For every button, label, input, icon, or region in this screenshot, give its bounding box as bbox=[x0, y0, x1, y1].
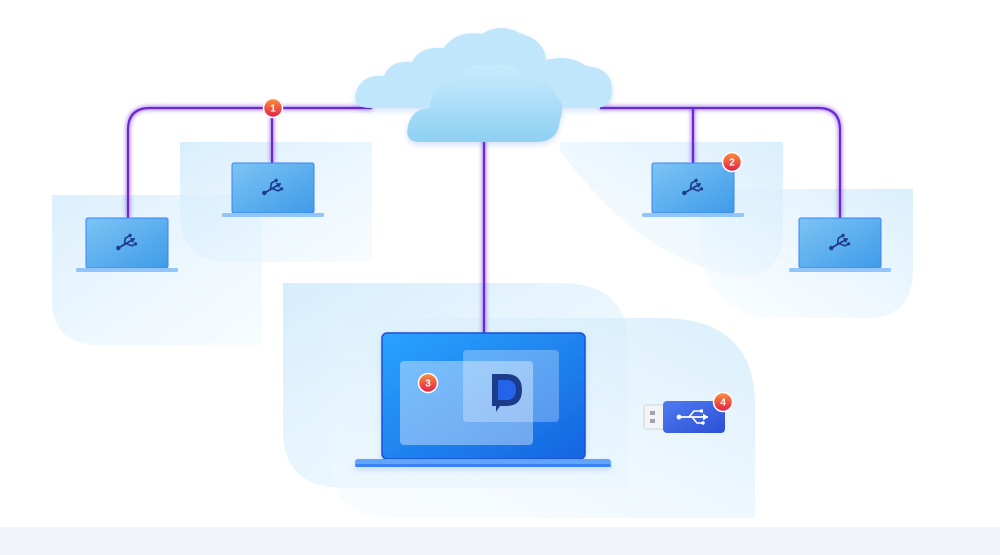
laptop-client-1 bbox=[76, 217, 178, 272]
svg-text:3: 3 bbox=[425, 379, 431, 390]
laptop-host bbox=[355, 332, 611, 467]
step-badge-4: 4 bbox=[712, 391, 734, 413]
step-badge-3: 3 bbox=[417, 372, 439, 394]
laptop-client-4 bbox=[789, 217, 891, 272]
laptop-client-3 bbox=[642, 162, 744, 217]
step-badge-1: 1 bbox=[262, 97, 284, 119]
svg-text:1: 1 bbox=[270, 104, 276, 115]
svg-text:4: 4 bbox=[720, 398, 726, 409]
svg-text:2: 2 bbox=[729, 158, 735, 169]
laptop-client-2 bbox=[222, 162, 324, 217]
step-badge-2: 2 bbox=[721, 151, 743, 173]
cloud-icon bbox=[355, 28, 612, 142]
usb-dongle-icon bbox=[643, 401, 725, 433]
app-logo-icon bbox=[492, 374, 522, 412]
network-cables bbox=[126, 106, 842, 333]
footer-band bbox=[0, 527, 1000, 555]
